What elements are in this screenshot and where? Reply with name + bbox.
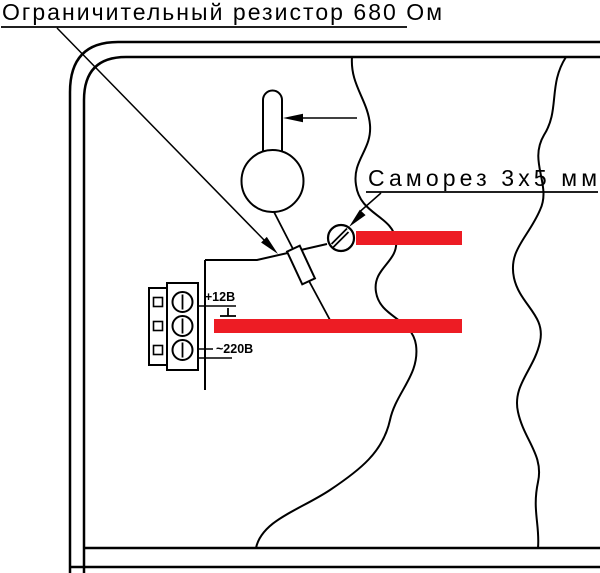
- torn-edges: [255, 56, 567, 549]
- screw-slot-line-2: [332, 231, 350, 249]
- screw-callout: Саморез 3х5 мм: [349, 165, 598, 227]
- screw-leader-arrowhead-icon: [349, 209, 366, 227]
- torn-edge-center: [255, 56, 418, 549]
- screw-slot-line-1: [330, 227, 348, 245]
- bracket-top-edge: [205, 243, 328, 261]
- terminal-flange-slot-3: [152, 344, 164, 356]
- resistor-callout-label: Ограничительный резистор 680 Ом: [2, 0, 442, 25]
- resistor-leader-arrowhead-icon: [261, 236, 278, 254]
- plus12v-label: +12В: [205, 290, 235, 304]
- red-wire-bottom: [214, 319, 462, 333]
- red-wire-top: [356, 231, 462, 245]
- screw-callout-label: Саморез 3х5 мм: [368, 165, 597, 191]
- mounting-bracket: [204, 243, 328, 390]
- lamp-neck-cap: [262, 89, 283, 101]
- resistor-callout: Ограничительный резистор 680 Ом: [1, 0, 442, 254]
- terminal-flange-slot-2: [152, 320, 164, 332]
- ac220v-label: ~220В: [216, 342, 253, 356]
- screw-head-icon: [326, 223, 356, 253]
- screw-leader-line: [359, 192, 382, 213]
- self-tapping-screw: [326, 223, 356, 253]
- resistor-lead-bottom: [308, 280, 331, 321]
- lamp-bulb-icon: [240, 149, 305, 213]
- panel-inner-edge: [82, 55, 600, 573]
- terminal-wiring: +12В ~220В: [199, 290, 253, 359]
- resistor-lead-top: [273, 211, 294, 250]
- resistor-body-icon: [285, 244, 317, 286]
- terminal-block: [148, 282, 199, 371]
- resistor-leader-line: [56, 27, 266, 242]
- lamp-pointer-arrow: [283, 113, 357, 123]
- indicator-lamp: [240, 89, 305, 213]
- limiting-resistor: [273, 211, 331, 321]
- terminal-flange-slot-1: [152, 296, 164, 308]
- lamp-arrowhead-icon: [283, 113, 303, 123]
- torn-edge-right: [511, 56, 567, 549]
- ground-icon: [220, 308, 236, 317]
